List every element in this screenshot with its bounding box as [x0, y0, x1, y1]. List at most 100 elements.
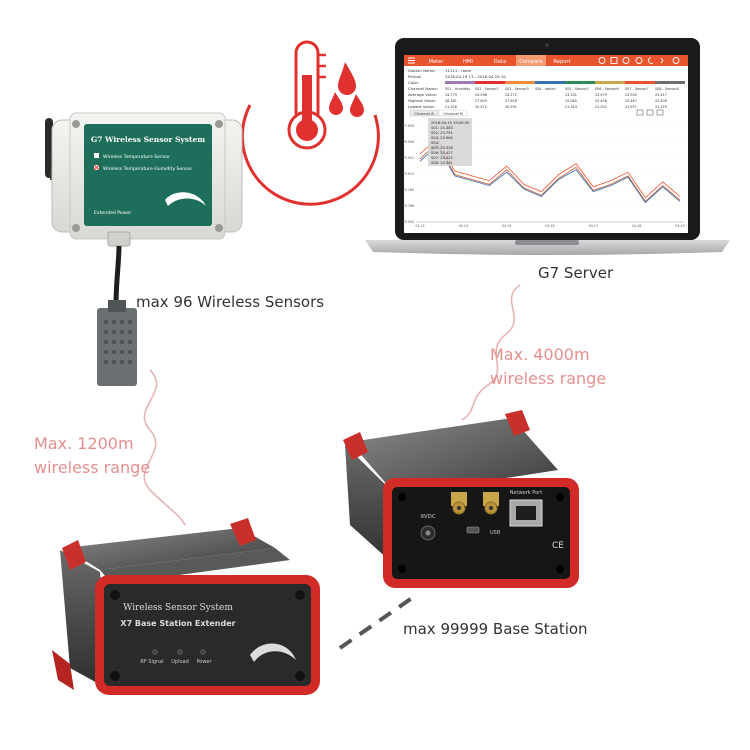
tooltip-line: S03: 23.964	[431, 136, 453, 140]
tooltip-line: 2018-04-19 19:00:00	[431, 121, 470, 125]
channel-tab-b[interactable]: Channel B	[443, 111, 463, 116]
ce-mark: CE	[552, 541, 564, 551]
table-column-header: S03 - Sensor3	[505, 87, 529, 91]
series-line	[419, 142, 681, 203]
series-color-swatch	[565, 81, 595, 84]
range-link-right	[461, 284, 521, 421]
moon-icon	[647, 57, 654, 64]
range-label-right: Max. 4000m wireless range	[490, 343, 606, 391]
tab-hmi[interactable]: HMI	[463, 59, 473, 65]
table-cell-highest: 25.080	[565, 99, 577, 103]
range-label-left: Max. 1200m wireless range	[34, 432, 150, 480]
series-color-swatch	[505, 81, 535, 84]
table-cell-lowest: 21.225	[655, 105, 667, 109]
table-cell-highest: 25.467	[625, 99, 637, 103]
extender-subtitle: X7 Base Station Extender	[120, 619, 235, 628]
table-cell-average: 23.930	[625, 93, 637, 97]
tooltip-line: S06: 23.427	[431, 151, 453, 155]
extender-title: Wireless Sensor System	[123, 603, 233, 613]
led-label-power: Power	[196, 659, 212, 665]
y-tick-label: 22.180	[403, 188, 414, 192]
usb-port	[466, 526, 480, 534]
zoom-icon	[636, 109, 644, 116]
table-column-header: S04 - switch	[535, 87, 556, 91]
series-color-swatch	[595, 81, 625, 84]
table-cell-highest: 27.626	[505, 99, 517, 103]
range-left-distance: Max. 1200m	[34, 434, 134, 453]
x-tick-label: 04.13	[415, 224, 424, 228]
series-color-swatch	[475, 81, 505, 84]
row-label-highest: Highest Value:	[408, 98, 436, 103]
table-cell-highest: 25.408	[595, 99, 607, 103]
tab-compare[interactable]: Compare	[519, 59, 543, 65]
led-label-rf: RF Signal	[140, 659, 163, 665]
g7-server-laptop: Meter HMI Data Compare Report Station Na…	[365, 38, 730, 255]
tab-data[interactable]: Data	[494, 59, 506, 65]
y-tick-label: 20.788	[403, 204, 414, 208]
x-tick-label: 04.16	[545, 224, 554, 228]
y-tick-label: 23.612	[403, 172, 414, 176]
table-cell-lowest: 20.572	[475, 105, 487, 109]
period-label: Period:	[408, 74, 421, 79]
y-tick-label: 25.941	[403, 156, 414, 160]
user-icon	[672, 57, 680, 64]
sensor-option-temperature: Wireless Temperature Sensor	[103, 154, 170, 160]
y-tick-label: 27.856	[403, 124, 414, 128]
x-tick-label: 04.14	[459, 224, 468, 228]
y-tick-label: 20.000	[403, 220, 414, 224]
series-color-swatch	[445, 81, 475, 84]
led-power	[200, 649, 206, 655]
settings-icon	[598, 57, 606, 64]
range-right-distance: Max. 4000m	[490, 345, 590, 364]
row-label-channel: Channel Name:	[408, 86, 438, 91]
station-value: 11111 - room	[445, 68, 472, 73]
table-cell-lowest: 20.591	[505, 105, 517, 109]
led-rf-signal	[152, 649, 158, 655]
table-column-header: S06 - Sensor6	[595, 87, 619, 91]
x-tick-label: 04.17	[589, 224, 598, 228]
server-label: G7 Server	[538, 264, 614, 282]
humidity-probe	[97, 308, 137, 386]
table-cell-highest: 25.408	[655, 99, 667, 103]
antenna-connector-1	[451, 492, 467, 515]
table-cell-average: 23.417	[655, 93, 667, 97]
series-color-swatch	[655, 81, 685, 84]
usb-port-label: USB	[490, 530, 501, 536]
range-right-caption: wireless range	[490, 369, 607, 388]
table-cell-average: 24.272	[505, 93, 517, 97]
table-column-header: S01 - Humidity	[445, 87, 470, 91]
download-icon	[646, 109, 654, 116]
channel-tab-a[interactable]: Channel A	[414, 111, 434, 116]
table-cell-average: 24.598	[475, 93, 487, 97]
base-station-count-label: max 99999 Base Station	[403, 620, 588, 638]
compare-line-chart: 27.85626.95625.94123.61222.18020.78820.0…	[403, 124, 685, 228]
table-cell-lowest: 21.526	[445, 105, 457, 109]
table-column-header: S08 - Sensor8	[655, 87, 679, 91]
period-value: 2018.04.19 13 - 2018.04.20 10	[445, 74, 506, 79]
tooltip-line: S05: 23.338	[431, 146, 453, 150]
series-color-swatch	[535, 81, 565, 84]
base-station-link	[338, 596, 414, 650]
screenshot-icon	[610, 57, 618, 64]
x-tick-label: 04.18	[632, 224, 641, 228]
x7-base-station-extender: Wireless Sensor System X7 Base Station E…	[52, 518, 320, 695]
table-cell-average: 23.979	[595, 93, 607, 97]
tab-meter[interactable]: Meter	[428, 59, 444, 65]
sensor-count-label: max 96 Wireless Sensors	[136, 293, 325, 311]
series-line	[419, 137, 681, 199]
table-cell-highest: 28.381	[445, 99, 457, 103]
antenna-connector-2	[483, 492, 499, 515]
table-cell-highest: 27.605	[475, 99, 487, 103]
tab-report[interactable]: Report	[553, 59, 570, 65]
table-cell-lowest: 21.292	[595, 105, 607, 109]
led-upload	[177, 649, 183, 655]
refresh-icon	[656, 109, 664, 116]
x-tick-label: 04.15	[502, 224, 511, 228]
x-tick-label: 04.19	[675, 224, 684, 228]
series-color-swatch	[625, 81, 655, 84]
chevron-icon	[660, 57, 664, 64]
tooltip-line: S01: 24.383	[431, 126, 453, 130]
base-station: 9VDC USB Network Port CE	[343, 410, 579, 588]
